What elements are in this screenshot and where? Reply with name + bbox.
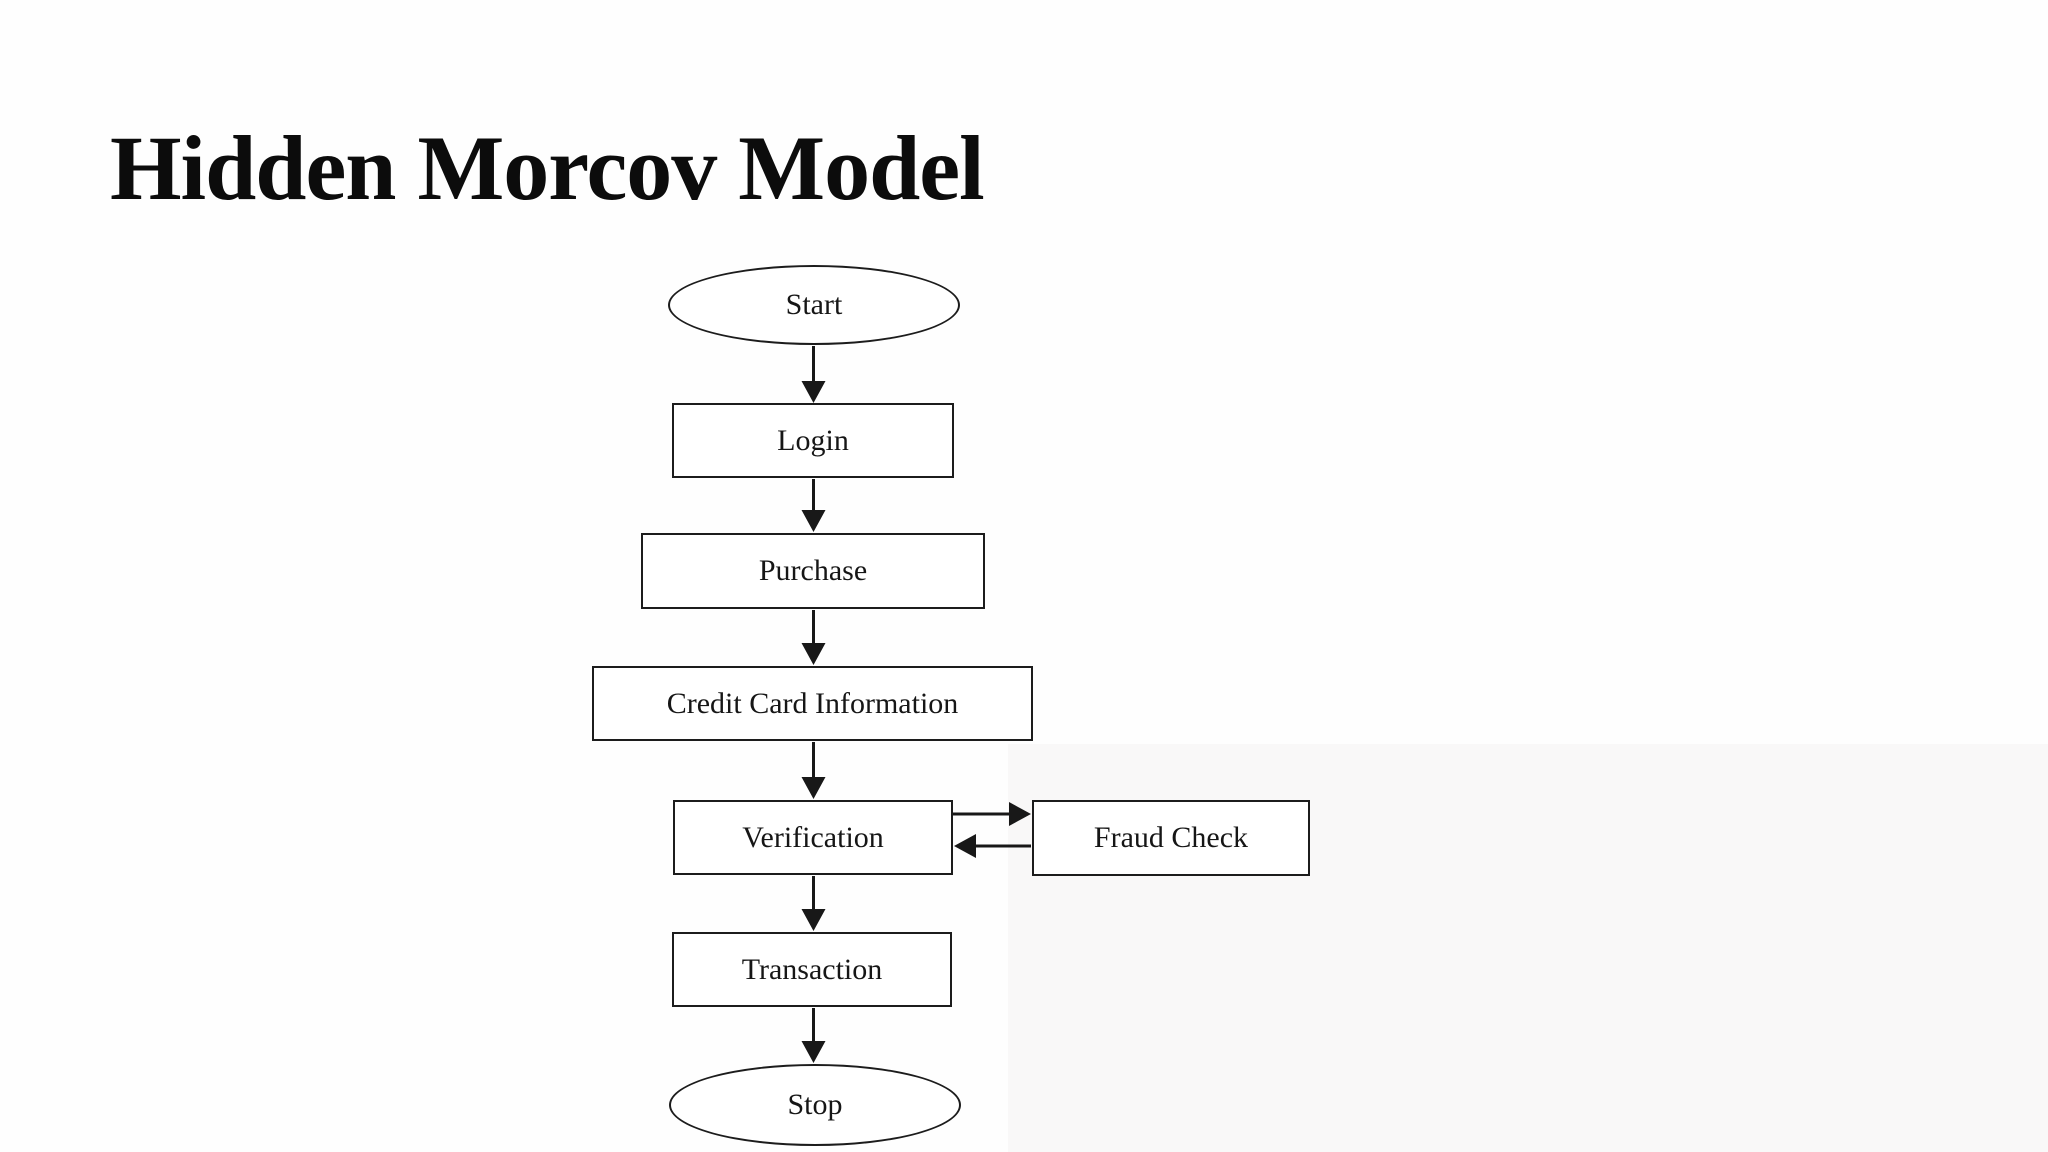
edge-transaction-stop-arrow (801, 1008, 826, 1063)
edge-creditcard-verification-arrow (801, 742, 826, 799)
node-fraud-check-label: Fraud Check (1093, 821, 1249, 854)
node-login-label: Login (777, 423, 849, 457)
flowchart-node-start: Start (668, 265, 960, 345)
node-transaction-label: Transaction (741, 952, 883, 986)
flowchart-node-purchase: Purchase (641, 533, 985, 609)
node-credit-card-information-label: Credit Card Information (666, 686, 959, 720)
flowchart-node-credit-card-information: Credit Card Information (592, 666, 1033, 741)
flowchart-node-stop: Stop (669, 1064, 961, 1146)
node-stop-label: Stop (787, 1088, 843, 1121)
edge-verification-transaction-arrow (801, 876, 826, 931)
flowchart-node-login: Login (672, 403, 954, 478)
flowchart-node-transaction: Transaction (672, 932, 952, 1007)
node-purchase-label: Purchase (758, 554, 868, 587)
edge-login-purchase-arrow (801, 479, 826, 532)
page-title: Hidden Morcov Model (110, 117, 985, 219)
edge-purchase-creditcard-arrow (801, 610, 826, 665)
flowchart-node-fraud-check: Fraud Check (1032, 800, 1310, 876)
flowchart-node-verification: Verification (673, 800, 953, 875)
node-verification-label: Verification (742, 820, 884, 854)
edge-start-login-arrow (801, 346, 826, 403)
node-start-label: Start (785, 288, 843, 321)
